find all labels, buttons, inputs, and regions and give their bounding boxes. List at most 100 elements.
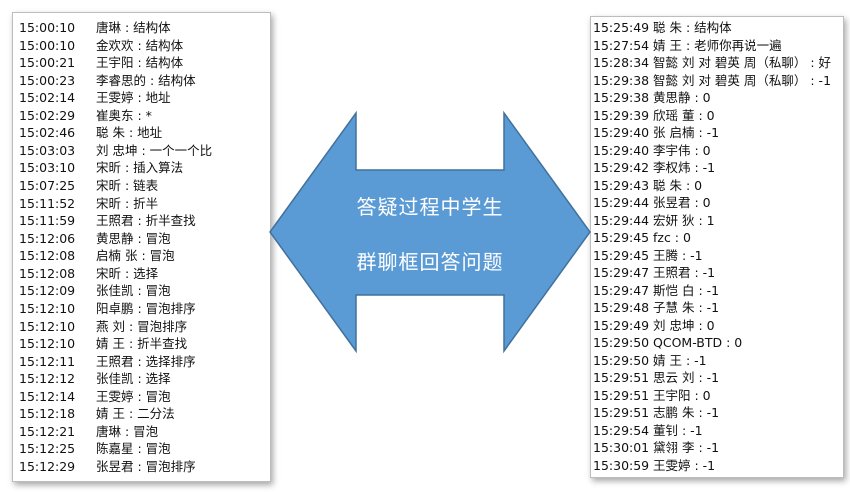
message-text: 王雯婷 : 冒泡 [96, 388, 171, 404]
message-time: 15:29:54 [593, 422, 650, 438]
message-text: 李睿思的 : 结构体 [96, 72, 196, 88]
message-text: 斯恺 白 : -1 [653, 282, 720, 298]
message-time: 15:00:10 [19, 37, 76, 53]
message-text: 王照君 : 折半查找 [96, 213, 196, 229]
message-text: 志鹏 朱 : -1 [653, 405, 720, 420]
message-time: 15:02:29 [19, 107, 76, 123]
message-time: 15:00:23 [19, 72, 76, 88]
message-text: fzc : 0 [653, 230, 691, 245]
message-text: 宏妍 狄 : 1 [653, 212, 715, 228]
message-time: 15:12:25 [19, 441, 76, 457]
message-time: 15:29:50 [593, 335, 650, 350]
message-text: 宋昕 : 选择 [96, 265, 159, 281]
double-arrow-icon [269, 110, 591, 354]
message-text: 婧 王 : -1 [653, 352, 707, 368]
message-time: 15:29:40 [593, 125, 650, 140]
message-time: 15:29:50 [593, 352, 650, 368]
message-time: 15:12:11 [19, 353, 76, 369]
message-text: 智懿 刘 对 碧英 周（私聊） : 好 [653, 55, 832, 70]
message-text: 王宇阳 : 结构体 [96, 55, 184, 71]
message-text: 宋昕 : 链表 [96, 178, 159, 194]
message-time: 15:12:06 [19, 230, 76, 246]
message-text: 刘 忠坤 : 0 [653, 317, 715, 333]
message-time: 15:25:49 [593, 20, 650, 35]
message-time: 15:29:44 [593, 195, 650, 210]
message-text: 婧 王 : 折半查找 [96, 336, 188, 352]
message-text: 子慧 朱 : -1 [653, 300, 720, 315]
message-time: 15:03:03 [19, 142, 76, 158]
message-text: 聪 朱 : 0 [653, 177, 703, 193]
message-time: 15:29:39 [593, 107, 650, 123]
message-time: 15:12:09 [19, 283, 76, 299]
message-text: 张昱君 : 冒泡排序 [96, 459, 196, 474]
message-time: 15:29:51 [593, 387, 650, 403]
message-time: 15:29:45 [593, 230, 650, 245]
message-time: 15:12:12 [19, 371, 76, 387]
message-text: 黄思静 : 冒泡 [96, 230, 171, 246]
message-text: 董钊 : -1 [653, 422, 703, 438]
message-text: 王雯婷 : 地址 [96, 90, 171, 106]
message-text: 张 启楠 : -1 [653, 125, 720, 140]
message-time: 15:02:14 [19, 90, 76, 106]
message-text: 黄思静 : 0 [653, 90, 711, 105]
message-time: 15:11:52 [19, 195, 76, 211]
message-time: 15:12:29 [19, 459, 76, 474]
message-time: 15:00:21 [19, 55, 76, 71]
double-arrow-shape [269, 110, 591, 354]
message-time: 15:29:38 [593, 72, 650, 88]
message-text: 宋昕 : 折半 [96, 195, 159, 211]
message-time: 15:30:01 [593, 440, 650, 455]
message-text: 李权炜 : -1 [653, 160, 716, 175]
message-text: 王照君 : -1 [653, 265, 716, 280]
message-text: 王雯婷 : -1 [653, 457, 716, 473]
message-time: 15:12:08 [19, 265, 76, 281]
message-time: 15:11:59 [19, 213, 76, 229]
message-time: 15:07:25 [19, 178, 76, 194]
message-time: 15:29:47 [593, 282, 650, 298]
message-text: 智懿 刘 对 碧英 周（私聊） : -1 [653, 72, 832, 88]
message-time: 15:02:46 [19, 125, 76, 141]
message-text: 王腾 : -1 [653, 247, 703, 263]
message-text: 张佳凯 : 冒泡 [96, 283, 171, 299]
message-text: 聪 朱 : 结构体 [653, 20, 732, 35]
message-text: 唐琳 : 冒泡 [96, 423, 159, 439]
message-time: 15:12:18 [19, 406, 76, 422]
arrow-caption-line1: 答疑过程中学生 [356, 195, 504, 219]
message-time: 15:29:47 [593, 265, 650, 280]
message-time: 15:12:10 [19, 336, 76, 352]
message-text: 崔奥东 : * [96, 107, 152, 123]
message-time: 15:12:10 [19, 300, 76, 316]
message-time: 15:03:10 [19, 160, 76, 176]
message-time: 15:29:42 [593, 160, 650, 175]
message-time: 15:12:10 [19, 318, 76, 334]
message-text: 张昱君 : 0 [653, 195, 711, 210]
message-time: 15:28:34 [593, 55, 650, 70]
message-time: 15:29:49 [593, 317, 650, 333]
message-time: 15:00:10 [19, 20, 76, 35]
message-text: 聪 朱 : 地址 [96, 125, 163, 141]
message-text: 阳卓鹏 : 冒泡排序 [96, 300, 196, 316]
message-text: 王宇阳 : 0 [653, 387, 711, 403]
arrow-caption-line2: 群聊框回答问题 [356, 250, 504, 274]
message-text: 启楠 张 : 冒泡 [96, 248, 175, 264]
message-text: 思云 刘 : -1 [653, 370, 720, 385]
message-text: 婧 王 : 二分法 [96, 406, 175, 422]
message-text: 唐琳 : 结构体 [96, 20, 171, 35]
message-text: 陈嘉星 : 冒泡 [96, 441, 171, 457]
left-chat-log-panel: 15:00:10 唐琳 : 结构体 15:00:10 金欢欢 : 结构体 15:00:2… [12, 12, 271, 482]
message-time: 15:29:38 [593, 90, 650, 105]
message-time: 15:29:44 [593, 212, 650, 228]
message-text: 金欢欢 : 结构体 [96, 37, 184, 53]
message-time: 15:29:45 [593, 247, 650, 263]
message-time: 15:29:51 [593, 405, 650, 420]
message-time: 15:29:43 [593, 177, 650, 193]
message-text: 王照君 : 选择排序 [96, 353, 196, 369]
message-time: 15:29:51 [593, 370, 650, 385]
message-text: 宋昕 : 插入算法 [96, 160, 184, 176]
message-text: 黛翎 李 : -1 [653, 440, 720, 455]
message-time: 15:12:14 [19, 388, 76, 404]
message-text: 燕 刘 : 冒泡排序 [96, 318, 188, 334]
message-text: 李宇伟 : 0 [653, 142, 711, 158]
message-text: 刘 忠坤 : 一个一个比 [96, 142, 213, 158]
